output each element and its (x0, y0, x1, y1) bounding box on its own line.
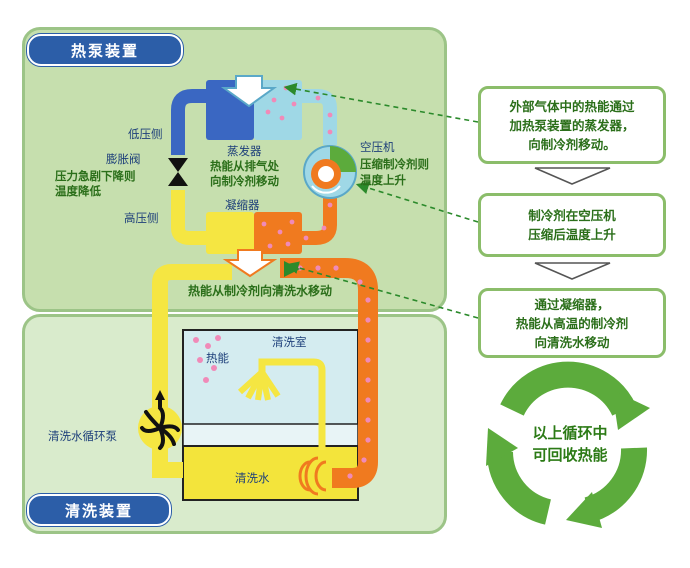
heat-transfer-label: 热能从制冷剂向清洗水移动 (188, 284, 333, 298)
pressure-drop-label-1: 压力急剧下降则 (55, 169, 136, 183)
condenser (206, 212, 302, 254)
expansion-valve-label: 膨胀阀 (106, 152, 141, 166)
low-pressure-label: 低压侧 (128, 127, 163, 141)
callout-line: 通过凝缩器， (534, 296, 610, 312)
evaporator-label: 蒸发器 (227, 144, 262, 158)
shower-icon (237, 358, 326, 450)
callout-line: 压缩后温度上升 (528, 227, 616, 242)
wash-room-label: 清洗室 (272, 335, 307, 349)
heat-dots (193, 335, 221, 383)
refrigerant-discharge-pipe (292, 195, 337, 245)
heat-energy-label: 热能 (206, 351, 229, 365)
callout-compressor: 制冷剂在空压机 压缩后温度上升 (478, 193, 666, 257)
callout-line: 外部气体中的热能通过 (509, 98, 635, 114)
refrigerant-low-pipe (171, 89, 215, 155)
pump-label: 清洗水循环泵 (48, 429, 117, 443)
wash-water-pipe (152, 264, 232, 470)
chevron-down-icon (534, 262, 611, 280)
evaporator-desc-1: 热能从排气处 (210, 159, 279, 173)
heater-icon (298, 456, 327, 496)
cycle-caption: 以上循环中 可回收热能 (515, 422, 625, 466)
compressor-desc-2: 温度上升 (360, 173, 406, 187)
wash-water-label: 清洗水 (235, 471, 270, 485)
callout-line: 加热泵装置的蒸发器， (509, 117, 635, 133)
compressor-desc-1: 压缩制冷剂则 (360, 157, 429, 171)
high-pressure-label: 高压侧 (124, 211, 159, 225)
callout-line: 向制冷剂移动。 (528, 136, 616, 152)
callout-line: 向清洗水移动 (534, 334, 610, 350)
wash-chamber (182, 329, 359, 501)
chevron-down-icon (534, 167, 611, 185)
callout-line: 热能从高温的制冷剂 (515, 315, 629, 331)
condenser-label: 凝缩器 (225, 198, 260, 212)
callout-evaporator: 外部气体中的热能通过 加热泵装置的蒸发器， 向制冷剂移动。 (478, 86, 666, 164)
down-arrow-icon (222, 249, 278, 278)
cycle-line-1: 以上循环中 (532, 424, 608, 442)
heat-pump-title: 热泵装置 (27, 34, 183, 66)
down-arrow-icon (220, 75, 278, 108)
cycle-line-2: 可回收热能 (532, 446, 608, 464)
callout-line: 制冷剂在空压机 (528, 208, 616, 223)
compressor-icon (303, 145, 357, 199)
evaporator-desc-2: 向制冷剂移动 (210, 174, 279, 188)
expansion-valve (168, 158, 188, 186)
hot-return-pipe (280, 258, 378, 488)
washer-title: 清洗装置 (27, 494, 171, 526)
refrigerant-high-pipe (171, 190, 215, 245)
pressure-drop-label-2: 温度降低 (55, 184, 101, 198)
callout-condenser: 通过凝缩器， 热能从高温的制冷剂 向清洗水移动 (478, 288, 666, 358)
compressor-label: 空压机 (360, 140, 395, 154)
pump-icon (138, 406, 182, 450)
